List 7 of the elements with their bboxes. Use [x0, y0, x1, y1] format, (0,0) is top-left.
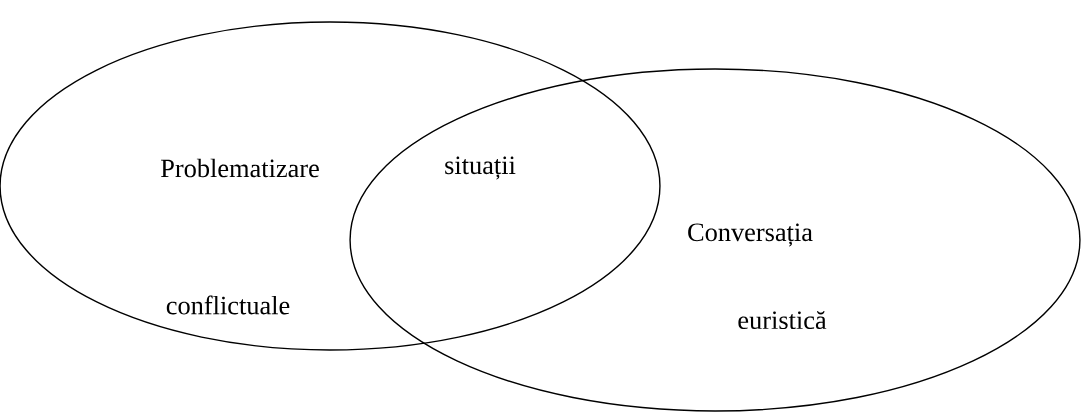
ellipse-label: euristică — [738, 310, 827, 330]
ellipse-label: Problematizare — [161, 158, 319, 178]
ellipse — [349, 68, 1081, 412]
ellipse-label: Conversația — [688, 223, 813, 247]
ellipse — [0, 21, 661, 351]
ellipse-label: situații — [445, 156, 516, 180]
ellipse-label: conflictuale — [166, 295, 290, 315]
